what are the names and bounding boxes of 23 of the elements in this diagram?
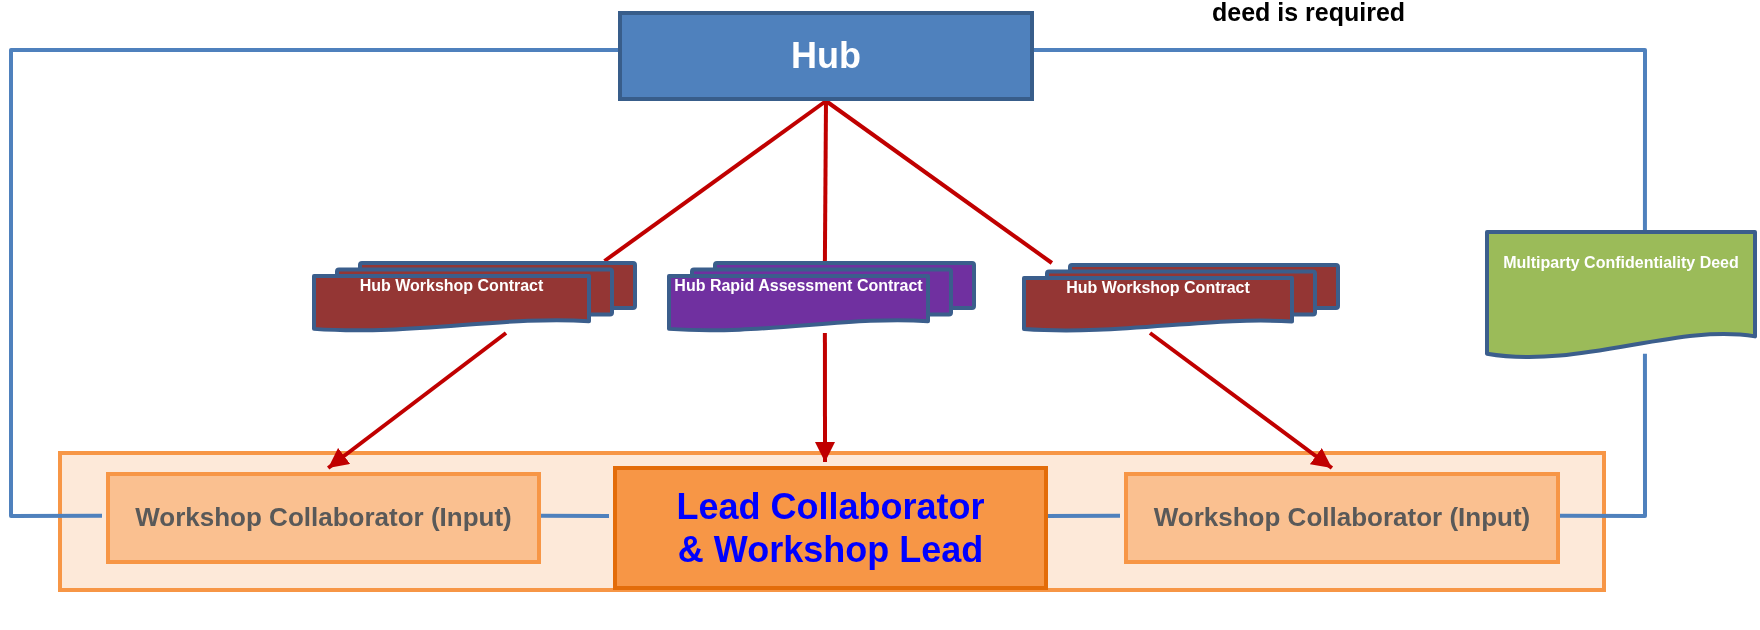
node-label: Workshop Collaborator (Input) (135, 501, 512, 535)
frame-line (1034, 47, 1647, 230)
hub-box (618, 11, 1034, 101)
collaborator-box (106, 472, 541, 564)
contract-document-stack (667, 261, 976, 333)
contract-document-stack (312, 261, 637, 333)
lead-collaborator-box (613, 466, 1048, 590)
note-text: deed is required (1212, 0, 1406, 25)
arrow (1148, 331, 1334, 470)
node-label: Hub Workshop Contract (1065, 278, 1251, 298)
node-label: Hub (791, 35, 861, 77)
node-label: Hub Workshop Contract (358, 276, 545, 296)
frame-line (9, 47, 618, 518)
node-label: Multiparty Confidentiality Deed (1503, 253, 1739, 273)
arrow (327, 331, 508, 470)
contract-document-stack (1022, 263, 1340, 333)
connector-line (822, 101, 828, 261)
collaborator-box (1124, 472, 1560, 564)
node-label: Workshop Collaborator (Input) (1153, 501, 1531, 535)
arrow (815, 333, 835, 462)
node-label: Lead Collaborator & Workshop Lead (675, 484, 986, 572)
group-band (58, 451, 1606, 592)
node-label: Hub Rapid Assessment Contract (673, 276, 924, 296)
